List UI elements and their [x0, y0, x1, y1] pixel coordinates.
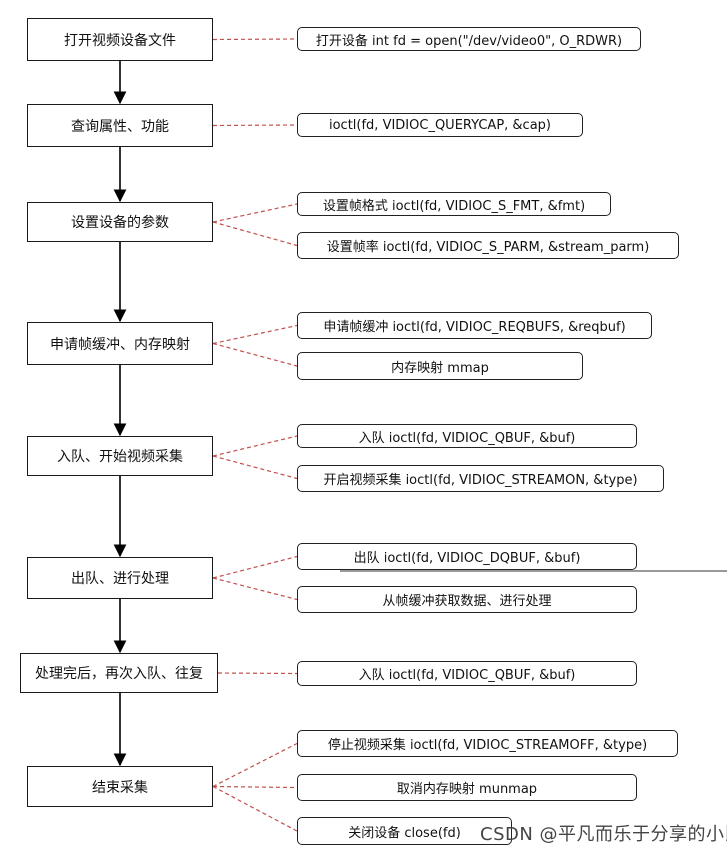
note-streamon-call-text: 开启视频采集 ioctl(fd, VIDIOC_STREAMON, &type) — [323, 473, 638, 488]
note-reqbufs-call: 申请帧缓冲 ioctl(fd, VIDIOC_REQBUFS, &reqbuf) — [297, 312, 652, 339]
dashed-connector — [212, 221, 298, 247]
note-set-framerate-call: 设置帧率 ioctl(fd, VIDIOC_S_PARM, &stream_pa… — [297, 232, 679, 259]
step-dequeue-process-label: 出队、进行处理 — [71, 571, 169, 587]
dashed-connector — [212, 742, 298, 788]
note-mmap-call-text: 内存映射 mmap — [391, 360, 489, 376]
dashed-connector — [212, 555, 298, 579]
dashed-connector — [212, 435, 298, 457]
step-set-parameters: 设置设备的参数 — [27, 202, 213, 242]
dashed-connector — [212, 124, 298, 127]
dashed-connector — [212, 324, 298, 345]
note-qbuf-call-text: 入队 ioctl(fd, VIDIOC_QBUF, &buf) — [358, 430, 576, 446]
note-munmap-call-text: 取消内存映射 munmap — [396, 782, 538, 797]
step-query-capability-label: 查询属性、功能 — [71, 118, 169, 135]
note-streamoff-call-text: 停止视频采集 ioctl(fd, VIDIOC_STREAMOFF, &type… — [327, 738, 648, 753]
step-query-capability: 查询属性、功能 — [27, 104, 213, 147]
note-dqbuf-call-text: 出队 ioctl(fd, VIDIOC_DQBUF, &buf) — [353, 551, 581, 566]
dashed-connector — [212, 455, 298, 480]
note-close-call-text: 关闭设备 close(fd) — [348, 825, 461, 841]
dashed-connector — [217, 672, 298, 675]
watermark: CSDN @平凡而乐于分享的小比特 — [480, 824, 727, 845]
note-process-data-text: 从帧缓冲获取数据、进行处理 — [382, 594, 552, 609]
step-stop-capture-label: 结束采集 — [92, 779, 148, 796]
dashed-connector — [212, 785, 298, 832]
step-queue-and-start: 入队、开始视频采集 — [27, 436, 213, 476]
note-streamoff-call: 停止视频采集 ioctl(fd, VIDIOC_STREAMOFF, &type… — [297, 730, 678, 757]
note-munmap-call: 取消内存映射 munmap — [297, 774, 637, 801]
note-open-call: 打开设备 int fd = open("/dev/video0", O_RDWR… — [297, 27, 641, 51]
dashed-connector — [212, 342, 298, 367]
note-close-call: 关闭设备 close(fd) — [297, 817, 512, 845]
step-set-parameters-label: 设置设备的参数 — [71, 215, 169, 231]
note-querycap-call-text: ioctl(fd, VIDIOC_QUERYCAP, &cap) — [328, 117, 551, 133]
note-streamon-call: 开启视频采集 ioctl(fd, VIDIOC_STREAMON, &type) — [297, 465, 664, 492]
dashed-connector — [212, 785, 298, 789]
note-open-call-text: 打开设备 int fd = open("/dev/video0", O_RDWR… — [315, 33, 623, 49]
step-open-device: 打开视频设备文件 — [27, 18, 213, 61]
step-dequeue-process: 出队、进行处理 — [27, 557, 213, 599]
step-open-device-label: 打开视频设备文件 — [64, 32, 176, 49]
note-process-data: 从帧缓冲获取数据、进行处理 — [297, 586, 637, 613]
step-requeue-loop: 处理完后，再次入队、往复 — [20, 653, 218, 693]
note-qbuf-call: 入队 ioctl(fd, VIDIOC_QBUF, &buf) — [297, 424, 637, 448]
step-queue-and-start-label: 入队、开始视频采集 — [57, 449, 183, 465]
step-request-buffers-label: 申请帧缓冲、内存映射 — [50, 336, 190, 353]
dashed-connector — [212, 203, 298, 223]
dashed-connector — [212, 38, 298, 41]
note-requeue-call: 入队 ioctl(fd, VIDIOC_QBUF, &buf) — [297, 661, 637, 686]
note-set-format-call-text: 设置帧格式 ioctl(fd, VIDIOC_S_FMT, &fmt) — [322, 198, 586, 214]
step-request-buffers: 申请帧缓冲、内存映射 — [27, 322, 213, 365]
note-dqbuf-call: 出队 ioctl(fd, VIDIOC_DQBUF, &buf) — [297, 543, 637, 570]
note-reqbufs-call-text: 申请帧缓冲 ioctl(fd, VIDIOC_REQBUFS, &reqbuf) — [323, 320, 626, 335]
dashed-connector — [212, 577, 298, 601]
note-requeue-call-text: 入队 ioctl(fd, VIDIOC_QBUF, &buf) — [358, 668, 576, 683]
step-requeue-loop-label: 处理完后，再次入队、往复 — [35, 666, 203, 682]
note-querycap-call: ioctl(fd, VIDIOC_QUERYCAP, &cap) — [297, 113, 583, 137]
note-mmap-call: 内存映射 mmap — [297, 352, 583, 380]
step-stop-capture: 结束采集 — [27, 766, 213, 807]
note-set-format-call: 设置帧格式 ioctl(fd, VIDIOC_S_FMT, &fmt) — [297, 192, 611, 216]
note-set-framerate-call-text: 设置帧率 ioctl(fd, VIDIOC_S_PARM, &stream_pa… — [326, 240, 650, 255]
